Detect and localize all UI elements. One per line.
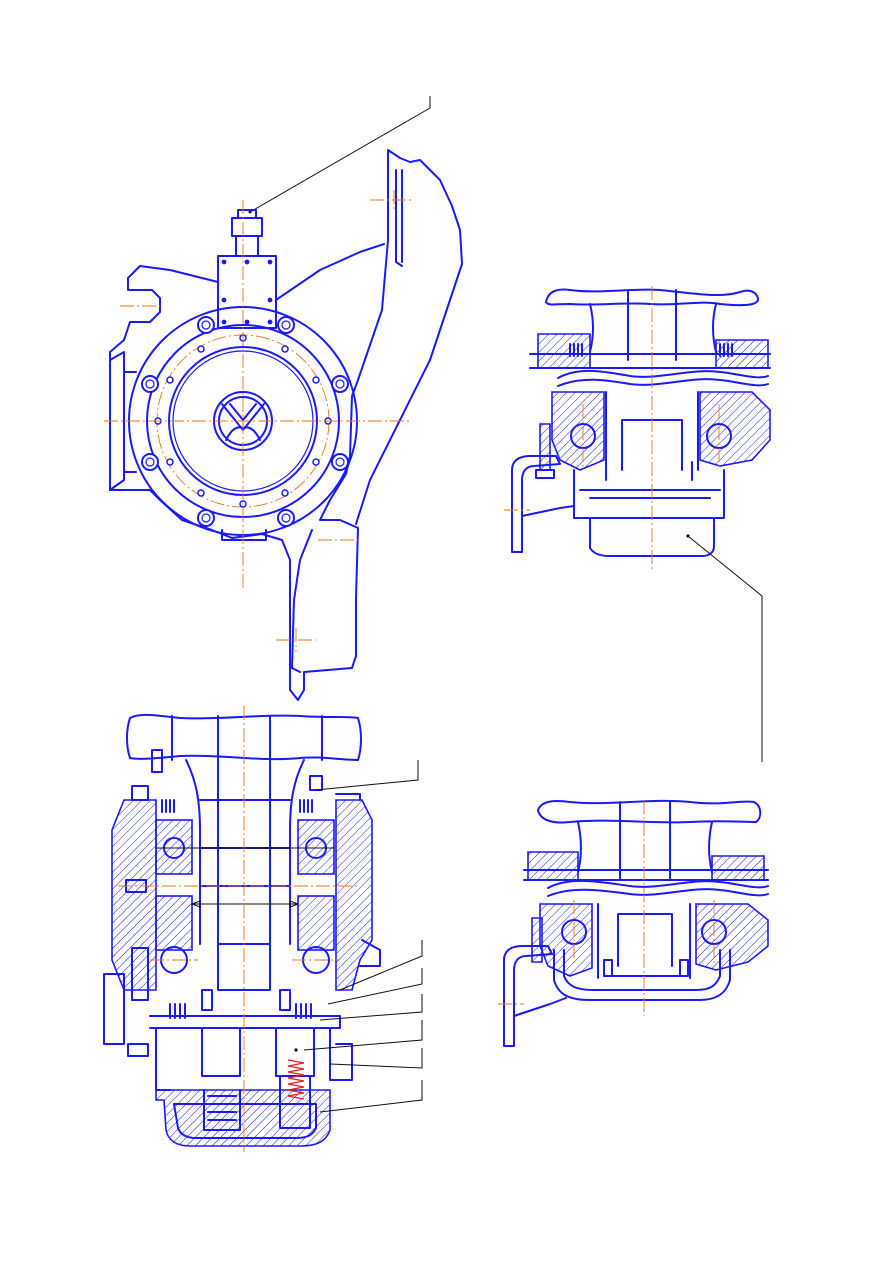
leader-line-a [687,535,763,762]
small-bolts [154,334,332,508]
valve-assembly [275,1027,315,1129]
variant-section-b [498,799,769,1047]
shaft-break-b [537,799,762,824]
top-flange [217,255,277,329]
housing-inner-rib [395,169,403,267]
bolt-a-hatch [539,423,551,471]
variant-section-a [504,286,771,762]
shaft-b [577,801,713,881]
housing-main-right [335,799,373,991]
bearing-housing-a-left [551,391,605,471]
centerline-b-left [498,900,715,1005]
housing-top-arm [275,243,385,301]
housing-outline [109,149,463,701]
shaft-lines-main [199,799,291,991]
break-line-b2 [547,879,769,897]
shaft-main [171,715,323,945]
bolt-a [535,469,555,479]
lower-housing-main [103,973,353,1091]
bracket-b [503,945,567,1047]
centerline-arm [370,190,412,212]
leader-lines-main [294,760,423,1113]
large-bolts [141,316,349,527]
main-bolts [125,749,323,1057]
bracket-a [511,455,575,553]
housing-lower-arm [291,529,313,673]
seal-band-b [523,869,769,881]
seal-springs-main [161,799,313,1019]
housing-main-left [111,799,157,991]
centerline-a-left [504,404,720,511]
dimension-line-2 [190,900,300,908]
front-view [104,96,463,701]
leader-line-top [249,96,431,213]
cup-a [589,517,715,557]
oil-pan-b [553,949,731,1001]
pump-body [201,1027,241,1131]
left-mount-flange [109,351,137,491]
bolt-b-hatch [531,917,543,963]
top-flange-bolts [221,259,273,325]
shaft-break-a [545,288,759,307]
top-seal-b-left [527,851,579,881]
inner-sleeve-b [597,903,691,979]
inner-sleeve-a [605,391,699,471]
bearing-housing-b-right [695,903,769,971]
shaft-a [589,289,717,361]
sump-inner [173,1103,317,1139]
housing-right-flange [335,793,381,967]
pan-bolts-b [603,959,689,977]
bottom-boss [221,529,267,541]
input-shaft [231,209,263,257]
break-line-a2 [557,369,769,387]
valve-spring [287,1059,305,1100]
bearings-main [155,819,335,974]
main-section [103,706,423,1152]
cover-a [573,461,725,519]
centerline-lower [276,539,362,652]
seal-springs-a [569,343,733,357]
centerline-main-h [118,885,360,961]
top-seal-b-right [711,855,765,881]
